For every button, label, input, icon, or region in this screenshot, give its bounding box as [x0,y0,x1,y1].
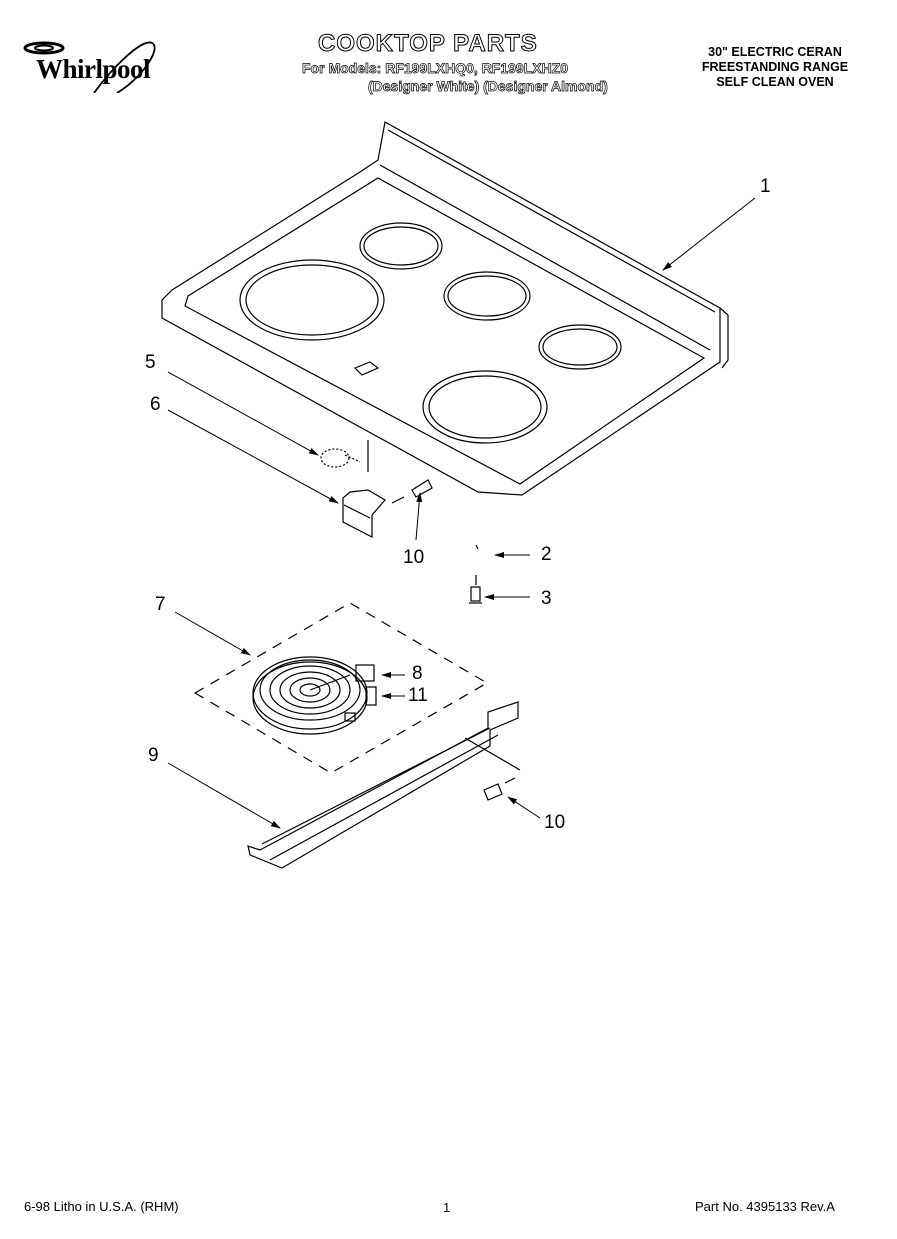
callout-11: 11 [408,685,428,706]
callout-10-lower: 10 [544,812,566,833]
product-line-2: FREESTANDING RANGE [701,60,849,74]
page-title: COOKTOP PARTS [318,30,538,58]
screw-3-icon [469,586,482,604]
clip-icon [320,448,361,468]
brand-logo: Whirlpool [22,38,182,93]
footer-part-number: Part No. 4395133 Rev.A [695,1199,835,1214]
callout-1: 1 [760,176,771,197]
callout-10-upper: 10 [403,547,425,568]
variants-line: (Designer White) (Designer Almond) [368,78,609,95]
callout-3: 3 [541,588,552,609]
callout-7: 7 [155,594,166,615]
product-line-3: SELF CLEAN OVEN [716,75,834,89]
heating-element-icon [252,656,377,735]
footer-page-number: 1 [443,1200,451,1215]
callout-5: 5 [145,352,156,373]
support-rail-icon [247,701,521,869]
whirlpool-swirl-icon [23,41,156,93]
brand-name: Whirlpool [36,54,151,84]
callout-6: 6 [150,394,161,415]
callout-2: 2 [541,544,552,565]
product-description: 30" ELECTRIC CERAN FREESTANDING RANGE SE… [690,45,860,90]
screw-lower-icon [483,777,516,801]
callout-9: 9 [148,745,159,766]
screw-icon [391,479,433,504]
bracket-icon [342,489,386,538]
cooktop-icon [161,121,729,496]
product-line-1: 30" ELECTRIC CERAN [708,45,842,59]
callout-8: 8 [412,663,423,684]
footer-print-info: 6-98 Litho in U.S.A. (RHM) [24,1199,179,1214]
models-line: For Models: RF199LXHQ0, RF199LXHZ0 [302,60,569,77]
